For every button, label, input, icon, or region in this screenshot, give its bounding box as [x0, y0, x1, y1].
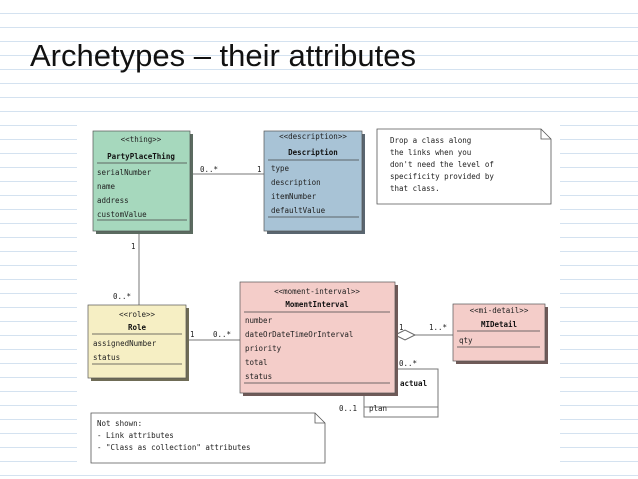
role-stereotype: <<role>> — [119, 310, 156, 319]
description-attribute: defaultValue — [271, 206, 326, 215]
party-class-name: PartyPlaceThing — [107, 152, 175, 161]
multiplicity-label: 1 — [131, 242, 136, 251]
class-moment-interval: <<moment-interval>> MomentInterval numbe… — [239, 281, 398, 396]
multiplicity-label: 0..* — [213, 330, 231, 339]
multiplicity-label: 1 — [399, 323, 404, 332]
uml-diagram-svg: <<thing>> PartyPlaceThing serialNumber n… — [87, 128, 552, 464]
moment-attribute: priority — [245, 344, 282, 353]
party-attribute: name — [97, 182, 116, 191]
class-mi-detail: <<mi-detail>> MIDetail qty — [452, 303, 548, 364]
moment-attribute: status — [245, 372, 272, 381]
role-attribute: status — [93, 353, 120, 362]
multiplicity-label: 1 — [190, 330, 195, 339]
detail-stereotype: <<mi-detail>> — [470, 306, 529, 315]
multiplicity-label: 0..* — [399, 359, 417, 368]
class-description: <<description>> Description type descrip… — [263, 130, 365, 234]
uml-diagram: <<thing>> PartyPlaceThing serialNumber n… — [77, 118, 560, 468]
multiplicity-label: 0..* — [113, 292, 131, 301]
detail-attribute: qty — [459, 336, 473, 345]
multiplicity-label: 1 — [257, 165, 262, 174]
role-class-name: Role — [128, 323, 147, 332]
party-attribute: address — [97, 196, 129, 205]
multiplicity-label: 0..* — [200, 165, 218, 174]
class-role: <<role>> Role assignedNumber status — [87, 304, 189, 381]
description-stereotype: <<description>> — [279, 132, 347, 141]
party-attribute: customValue — [97, 210, 147, 219]
moment-stereotype: <<moment-interval>> — [274, 287, 360, 296]
description-attribute: itemNumber — [271, 192, 317, 201]
detail-class-name: MIDetail — [481, 320, 517, 329]
description-attribute: type — [271, 164, 290, 173]
note-bottom: Not shown: - Link attributes - "Class as… — [90, 412, 326, 464]
note-bottom-line: Not shown: — [97, 419, 142, 428]
party-stereotype: <<thing>> — [121, 135, 162, 144]
note-top-line: Drop a class along — [390, 136, 471, 145]
description-attribute: description — [271, 178, 321, 187]
role-attribute: assignedNumber — [93, 339, 157, 348]
note-top: Drop a class along the links when you do… — [376, 128, 552, 205]
role-label-actual: actual — [400, 379, 427, 388]
slide-title: Archetypes – their attributes — [30, 38, 416, 73]
multiplicity-label: 1..* — [429, 323, 447, 332]
link-moment-self — [363, 368, 439, 418]
note-top-line: specificity provided by — [390, 172, 494, 181]
class-party-place-thing: <<thing>> PartyPlaceThing serialNumber n… — [92, 130, 193, 234]
description-class-name: Description — [288, 148, 338, 157]
note-bottom-line: - "Class as collection" attributes — [97, 443, 251, 452]
moment-attribute: total — [245, 358, 268, 367]
party-attribute: serialNumber — [97, 168, 152, 177]
moment-attribute: dateOrDateTimeOrInterval — [245, 330, 353, 339]
note-top-line: don't need the level of — [390, 160, 494, 169]
note-bottom-line: - Link attributes — [97, 431, 174, 440]
moment-attribute: number — [245, 316, 273, 325]
moment-class-name: MomentInterval — [285, 300, 348, 309]
note-top-line: that class. — [390, 184, 440, 193]
aggregation-diamond-icon — [393, 329, 417, 341]
role-label-plan: plan — [369, 404, 387, 413]
note-top-line: the links when you — [390, 148, 471, 157]
multiplicity-label: 0..1 — [339, 404, 357, 413]
